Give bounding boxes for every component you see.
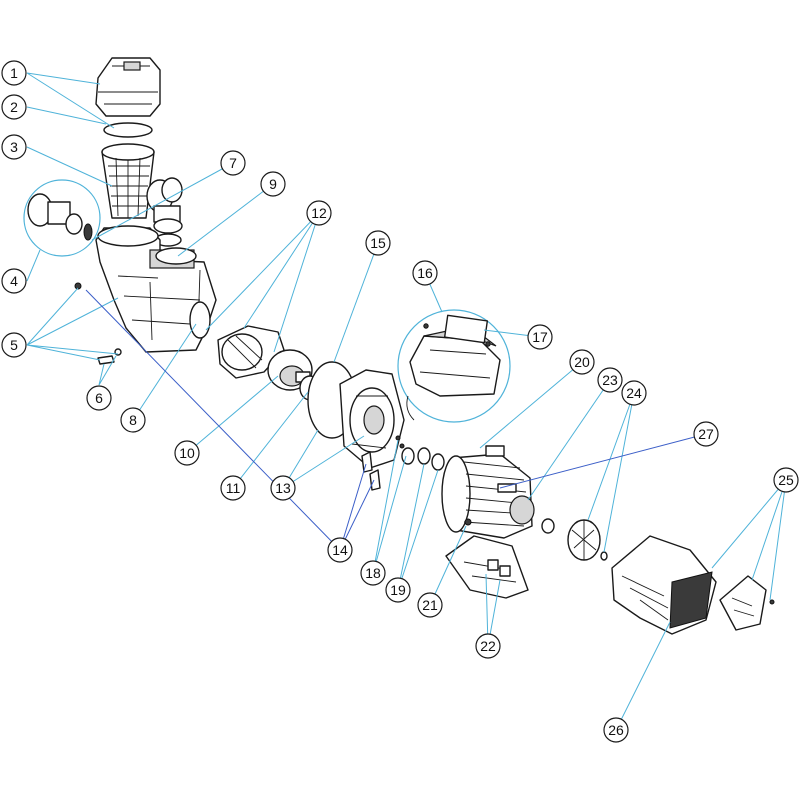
part-drain-plug (97, 348, 122, 365)
leader-25 (711, 479, 787, 601)
leader-1 (26, 72, 115, 129)
svg-text:8: 8 (129, 412, 137, 428)
svg-text:15: 15 (370, 235, 386, 251)
svg-text:22: 22 (480, 638, 496, 654)
callout-9: 9 (260, 171, 286, 197)
callout-22: 22 (475, 633, 501, 659)
part-motor-base (445, 518, 529, 599)
svg-text:23: 23 (602, 372, 618, 388)
callout-19: 19 (385, 577, 411, 603)
callout-20: 20 (569, 349, 595, 375)
svg-text:21: 21 (422, 597, 438, 613)
leader-8 (132, 323, 197, 421)
callout-25: 25 (773, 467, 799, 493)
leader-14 (85, 289, 375, 551)
svg-text:1: 1 (10, 65, 18, 81)
leader-19 (397, 463, 439, 591)
callout-26: 26 (603, 717, 629, 743)
svg-text:9: 9 (269, 176, 277, 192)
part-rear-cover (719, 575, 775, 631)
svg-text:24: 24 (626, 385, 642, 401)
leader-11 (232, 391, 309, 489)
callout-6: 6 (86, 385, 112, 411)
part-basket (101, 143, 155, 219)
part-lid (95, 57, 161, 117)
leader-6 (98, 355, 117, 386)
callout-18: 18 (360, 560, 386, 586)
leader-7 (91, 162, 234, 241)
callout-2: 2 (1, 94, 27, 120)
leader-26 (615, 621, 671, 731)
callout-21: 21 (417, 592, 443, 618)
svg-text:26: 26 (608, 722, 624, 738)
callout-12: 12 (306, 200, 332, 226)
callout-23: 23 (597, 367, 623, 393)
callout-11: 11 (220, 475, 246, 501)
leader-9 (177, 183, 274, 257)
leader-12 (205, 212, 320, 353)
svg-text:14: 14 (332, 542, 348, 558)
callout-8: 8 (120, 407, 146, 433)
svg-text:10: 10 (179, 445, 195, 461)
leader-15 (333, 242, 379, 363)
callout-3: 3 (1, 134, 27, 160)
part-control-detail (397, 309, 511, 423)
svg-text:12: 12 (311, 205, 327, 221)
callout-4: 4 (1, 268, 27, 294)
leader-23 (527, 379, 611, 501)
leader-24 (587, 392, 635, 553)
callout-14: 14 (327, 537, 353, 563)
part-side-unions (146, 177, 183, 247)
svg-text:2: 2 (10, 99, 18, 115)
leader-2 (26, 106, 107, 125)
callout-5: 5 (1, 332, 27, 358)
part-union-detail (23, 179, 101, 257)
svg-text:11: 11 (226, 480, 241, 496)
callout-15: 15 (365, 230, 391, 256)
callouts: 1 2 3 4 5 6 7 8 9 10 11 12 13 14 15 16 1… (1, 60, 799, 743)
leader-27 (499, 433, 707, 489)
svg-text:5: 5 (10, 337, 18, 353)
leader-10 (186, 375, 279, 454)
svg-text:16: 16 (417, 265, 433, 281)
svg-text:6: 6 (95, 390, 103, 406)
callout-10: 10 (174, 440, 200, 466)
svg-text:18: 18 (365, 565, 381, 581)
leader-21 (429, 525, 467, 606)
svg-text:25: 25 (778, 472, 794, 488)
callout-13: 13 (270, 475, 296, 501)
callout-17: 17 (527, 324, 553, 350)
svg-text:27: 27 (698, 426, 714, 442)
leader-4 (26, 249, 41, 282)
callout-24: 24 (621, 380, 647, 406)
svg-text:19: 19 (390, 582, 406, 598)
callout-1: 1 (1, 60, 27, 86)
svg-text:3: 3 (10, 139, 18, 155)
part-drain-screw (74, 282, 82, 290)
svg-text:20: 20 (574, 354, 590, 370)
callout-16: 16 (412, 260, 438, 286)
part-motor (441, 445, 535, 539)
part-pump-housing (95, 225, 217, 353)
svg-text:7: 7 (229, 155, 237, 171)
leader-lines (26, 72, 787, 731)
part-fan (541, 518, 608, 561)
part-impeller (267, 349, 313, 391)
part-bolts (361, 451, 381, 491)
part-seal-plate (339, 369, 405, 469)
leader-18 (372, 439, 407, 574)
part-housing-oring (189, 301, 211, 339)
leader-3 (26, 146, 113, 187)
part-fan-cover (611, 535, 717, 635)
callout-27: 27 (693, 421, 719, 447)
svg-text:17: 17 (532, 329, 548, 345)
callout-7: 7 (220, 150, 246, 176)
leader-20 (479, 361, 583, 449)
leader-5 (26, 287, 119, 361)
part-lid-oring (103, 122, 153, 138)
svg-text:13: 13 (275, 480, 291, 496)
svg-text:4: 4 (10, 273, 18, 289)
